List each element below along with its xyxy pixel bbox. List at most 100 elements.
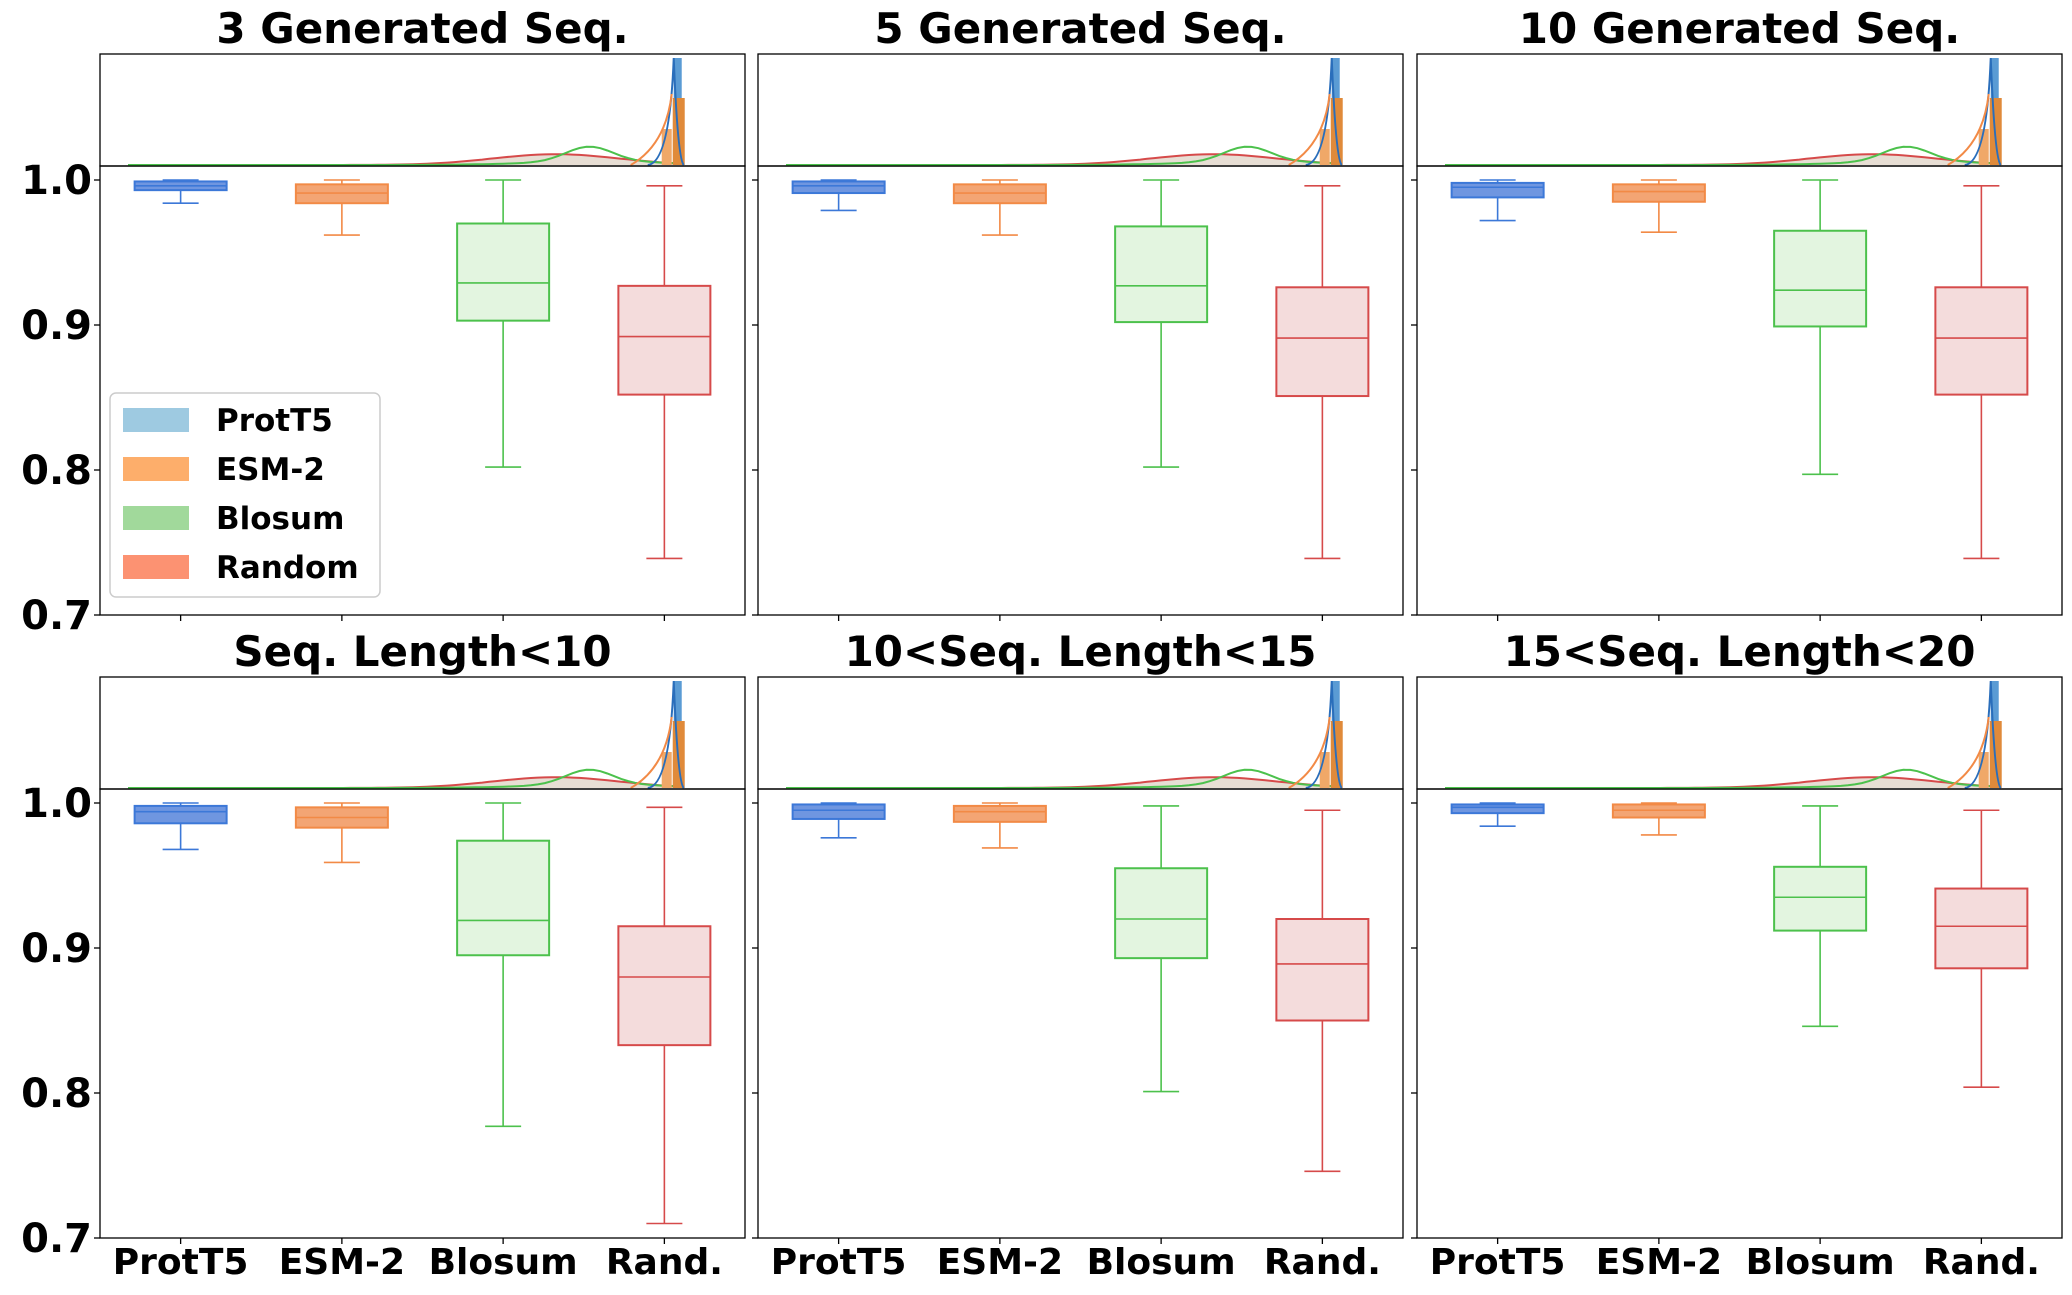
random-box	[1934, 185, 2029, 560]
distribution-strip	[1416, 676, 2063, 790]
prott5-box	[133, 179, 228, 204]
distribution-frame	[1416, 676, 2063, 790]
x-tick-label: ProtT5	[1430, 1242, 1566, 1283]
esm2-density-curve	[1288, 716, 1331, 789]
iqr-box	[617, 925, 712, 1047]
blosum-density-curve	[786, 768, 1342, 789]
y-tick-label: 1.0	[21, 781, 92, 827]
random-density-area	[1445, 154, 2001, 165]
box-plot-frame	[757, 788, 1404, 1239]
blosum-density-curve	[128, 768, 684, 789]
panel-10-generated-seq: 10 Generated Seq.	[1411, 4, 2063, 621]
iqr-box	[1934, 286, 2029, 396]
panel-title: 10 Generated Seq.	[1519, 4, 1960, 53]
random-density-area	[786, 777, 1342, 788]
esm2-histogram-bar	[1319, 752, 1330, 788]
iqr-box	[1773, 865, 1868, 932]
legend-label-prott5: ProtT5	[216, 403, 333, 439]
iqr-box	[1450, 181, 1545, 199]
y-tick-label: 1.0	[21, 158, 92, 204]
distribution-strip	[99, 676, 746, 790]
legend-frame	[109, 392, 381, 598]
random-box	[1934, 809, 2029, 1088]
prott5-histogram-bar	[673, 58, 682, 98]
panel-3-generated-seq: 3 Generated Seq.0.70.80.91.0ProtT5ESM-2B…	[21, 4, 746, 639]
prott5-box	[791, 802, 886, 839]
blosum-box	[1773, 179, 1868, 476]
iqr-box	[791, 180, 886, 195]
esm2-density-curve	[1947, 93, 1990, 166]
blosum-density-curve	[128, 145, 684, 166]
distribution-strip	[99, 53, 746, 167]
legend-swatch-prott5	[123, 408, 189, 432]
esm2-density-curve	[630, 93, 673, 166]
distribution-frame	[757, 676, 1404, 790]
esm-2-box	[294, 179, 389, 236]
box-plot-frame	[757, 165, 1404, 616]
panel-title: 5 Generated Seq.	[874, 4, 1286, 53]
legend-label-esm-2: ESM-2	[216, 452, 325, 488]
blosum-density-curve	[1445, 145, 2001, 166]
panel-5-generated-seq: 5 Generated Seq.	[752, 4, 1404, 621]
panel-title: 10<Seq. Length<15	[845, 627, 1317, 676]
x-tick-label: Blosum	[1746, 1242, 1895, 1283]
blosum-box	[456, 802, 551, 1128]
prott5-histogram-bar	[1990, 58, 1999, 98]
panel-title: 15<Seq. Length<20	[1504, 627, 1976, 676]
prott5-density-curve	[1964, 680, 2002, 789]
y-tick-label: 0.7	[21, 1216, 92, 1262]
blosum-density-curve	[786, 145, 1342, 166]
esm-2-box	[952, 179, 1047, 236]
prott5-histogram-bar	[673, 681, 682, 721]
random-density-area	[128, 777, 684, 788]
prott5-box	[1450, 802, 1545, 828]
legend-label-random: Random	[216, 550, 359, 586]
legend-label-blosum: Blosum	[216, 501, 344, 537]
esm2-density-curve	[1947, 716, 1990, 789]
x-tick-label: Blosum	[429, 1242, 578, 1283]
x-tick-label: Blosum	[1087, 1242, 1236, 1283]
y-tick-label: 0.8	[21, 1071, 92, 1117]
prott5-histogram-bar	[1990, 681, 1999, 721]
esm-2-box	[1611, 179, 1706, 233]
x-tick-label: ProtT5	[113, 1242, 249, 1283]
random-box	[617, 185, 712, 560]
distribution-strip	[757, 53, 1404, 167]
x-tick-label: Rand.	[1264, 1242, 1381, 1283]
y-tick-label: 0.9	[21, 926, 92, 972]
iqr-box	[952, 804, 1047, 823]
prott5-density-curve	[647, 680, 685, 789]
iqr-box	[456, 839, 551, 957]
iqr-box	[456, 222, 551, 322]
distribution-strip	[1416, 53, 2063, 167]
iqr-box	[1611, 183, 1706, 203]
iqr-box	[1114, 867, 1209, 960]
random-box	[617, 806, 712, 1225]
iqr-box	[1934, 887, 2029, 970]
iqr-box	[1275, 918, 1370, 1022]
y-tick-label: 0.8	[21, 448, 92, 494]
esm-2-box	[294, 802, 389, 864]
random-box	[1275, 185, 1370, 560]
prott5-density-curve	[1305, 680, 1343, 789]
x-tick-label: ESM-2	[279, 1242, 405, 1283]
legend-swatch-blosum	[123, 506, 189, 530]
panel-title: 3 Generated Seq.	[216, 4, 628, 53]
blosum-box	[456, 179, 551, 468]
iqr-box	[617, 284, 712, 396]
box-plot-frame	[1416, 788, 2063, 1239]
esm2-histogram-bar	[661, 129, 672, 165]
blosum-box	[1773, 805, 1868, 1028]
prott5-density-curve	[1964, 57, 2002, 166]
iqr-box	[1450, 803, 1545, 815]
iqr-box	[1773, 229, 1868, 328]
blosum-box	[1114, 179, 1209, 468]
y-tick-label: 0.9	[21, 303, 92, 349]
prott5-box	[791, 179, 886, 212]
legend-swatch-random	[123, 555, 189, 579]
random-density-area	[128, 154, 684, 165]
prott5-histogram-bar	[1331, 58, 1340, 98]
prott5-histogram-bar	[1331, 681, 1340, 721]
